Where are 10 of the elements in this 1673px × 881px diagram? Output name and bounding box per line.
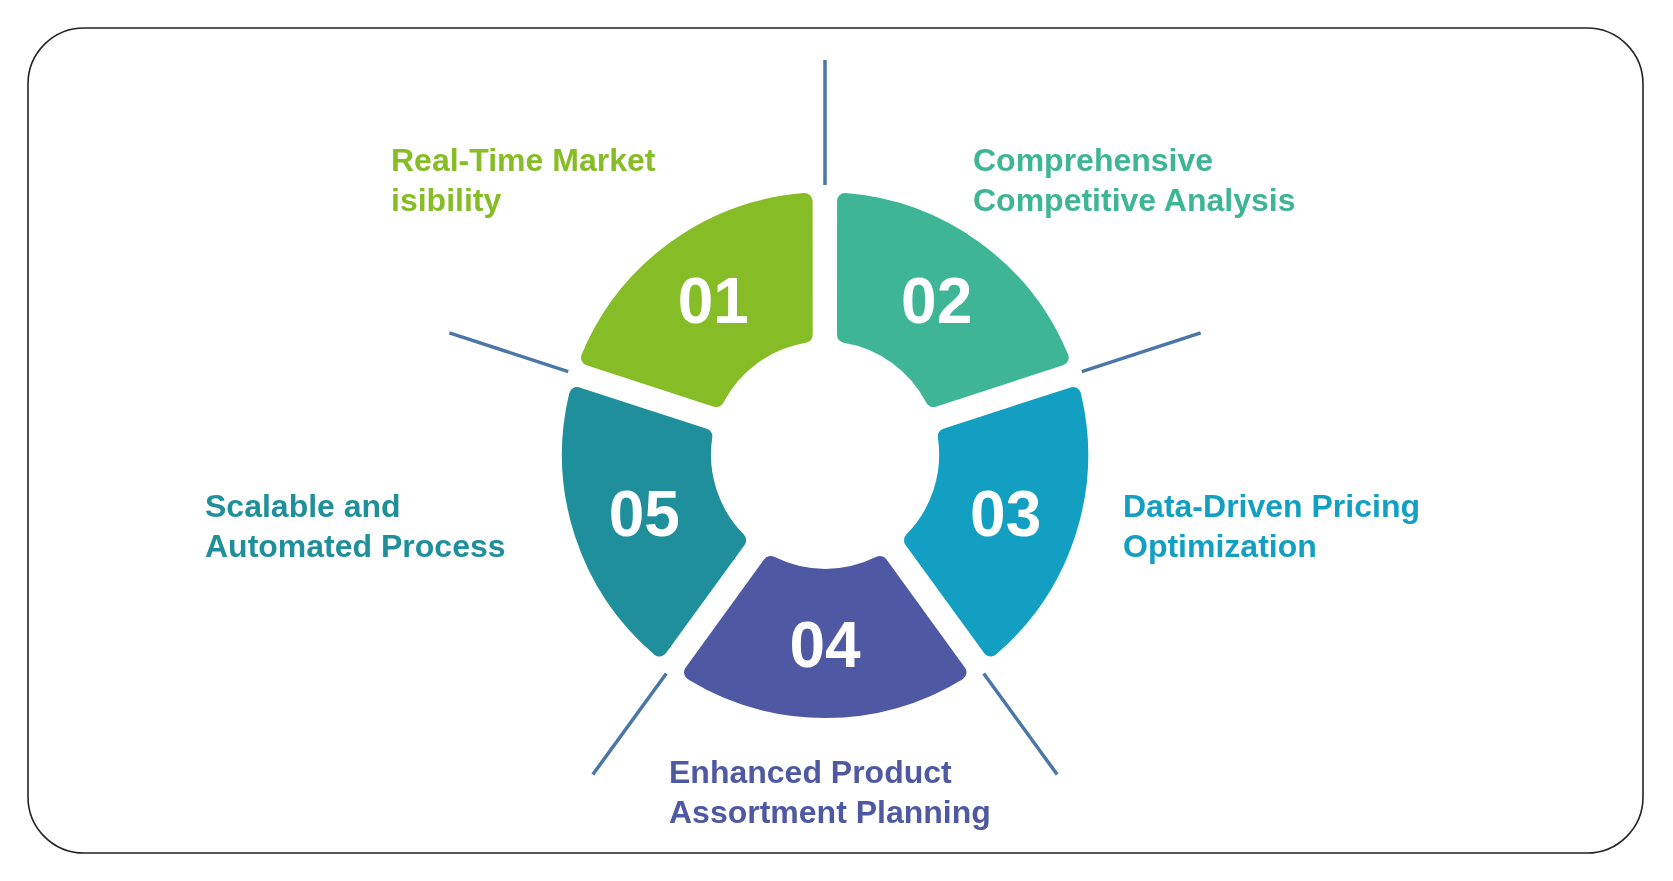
segment-caption: Real-Time Market isibility [391,141,657,220]
step-number: 01 [677,269,749,334]
step-number: 03 [970,481,1042,546]
step-number: 05 [608,481,680,546]
segment-caption: Scalable and Automated Process [205,487,507,566]
step-number: 02 [901,269,973,334]
step-number: 04 [789,613,861,677]
segment-caption: Comprehensive Competitive Analysis [973,141,1297,220]
segment-caption: Data-Driven Pricing Optimization [1123,487,1421,566]
segment-caption: Enhanced Product Assortment Planning [669,753,992,832]
